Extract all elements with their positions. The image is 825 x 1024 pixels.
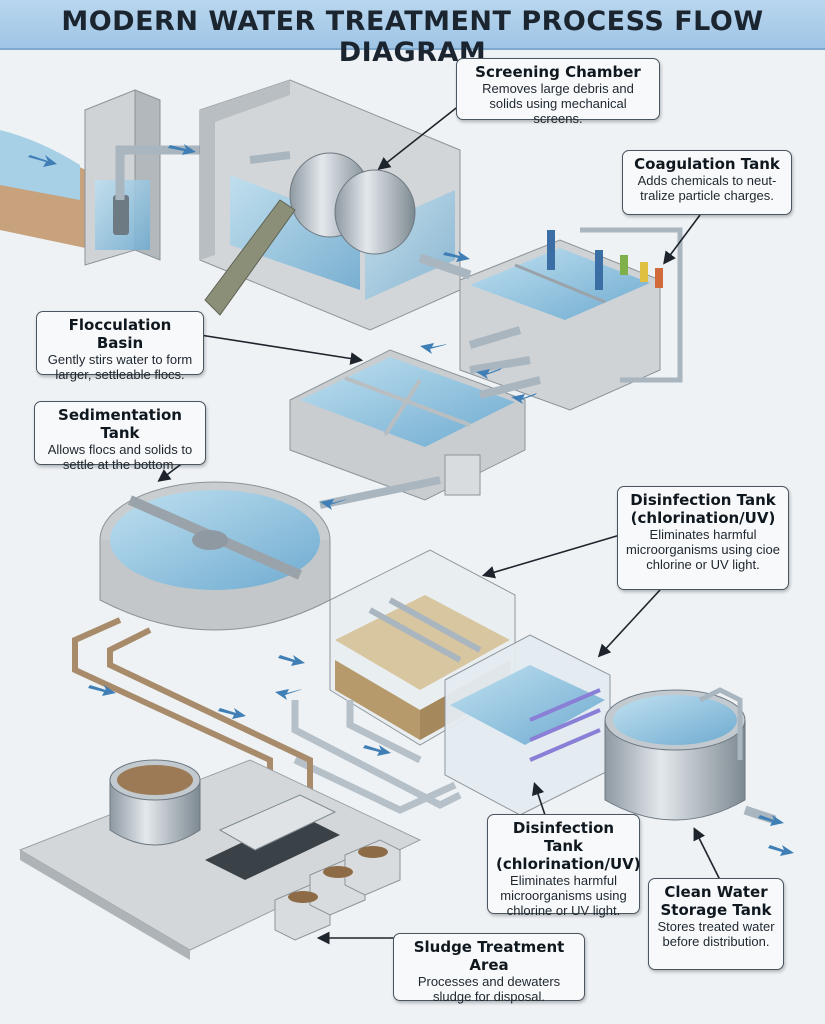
callout-title: Flocculation Basin [68, 316, 172, 352]
page-title: MODERN WATER TREATMENT PROCESS FLOW DIAG… [61, 6, 764, 68]
callout-title: Disinfection Tank (chlorination/UV) [496, 819, 641, 873]
callout-title: Screening Chamber [475, 63, 641, 81]
callout-sludge-treatment: Sludge Treatment Area Processes and dewa… [393, 933, 585, 1004]
callout-screening-chamber: Screening Chamber Removes large debris a… [456, 58, 660, 126]
uv-disinfection-tank [444, 634, 611, 816]
screening-chamber-building [199, 79, 461, 331]
callout-disinfection-tank-lower: Disinfection Tank (chlorination/UV) Elim… [487, 814, 641, 918]
river-intake [0, 89, 230, 266]
callout-title: Disinfection Tank (chlorination/UV) [630, 491, 776, 527]
callout-disinfection-tank-upper: Disinfection Tank (chlorination/UV) Elim… [617, 486, 789, 590]
callout-title: Sludge Treatment Area [413, 938, 565, 974]
callout-sedimentation-tank: Sedimentation Tank Allows flocs and soli… [34, 401, 206, 472]
callout-description: Stores treated water before distribution… [657, 919, 775, 949]
sedimentation-tank [99, 476, 441, 631]
callout-coagulation-tank: Coagulation Tank Adds chemicals to neut-… [622, 150, 792, 215]
callout-description: Eliminates harmful microorganisms using … [626, 527, 780, 572]
sludge-treatment-area [18, 759, 422, 960]
coagulation-tank [418, 227, 683, 411]
callout-clean-water-storage: Clean Water Storage Tank Stores treated … [648, 878, 784, 970]
callout-description: Processes and dewaters sludge for dispos… [417, 974, 561, 1004]
process-illustration [0, 79, 794, 965]
flocculation-basin [289, 326, 541, 501]
callout-description: Allows flocs and solids to settle at the… [47, 442, 193, 472]
flow-arrows [28, 144, 794, 856]
title-bar: MODERN WATER TREATMENT PROCESS FLOW DIAG… [0, 0, 825, 68]
callout-flocculation-basin: Flocculation Basin Gently stirs water to… [36, 311, 204, 382]
callout-description: Eliminates harmful microorganisms using … [500, 873, 627, 918]
callout-description: Adds chemicals to neut- tralize particle… [637, 173, 777, 203]
callout-title: Coagulation Tank [634, 155, 780, 173]
clear-water-pipes [291, 700, 462, 814]
callout-title: Clean Water Storage Tank [660, 883, 772, 919]
callout-title: Sedimentation Tank [58, 406, 182, 442]
callout-description: Removes large debris and solids using me… [482, 81, 634, 126]
clean-water-tank [604, 687, 777, 825]
callout-description: Gently stirs water to form larger, settl… [47, 352, 193, 382]
